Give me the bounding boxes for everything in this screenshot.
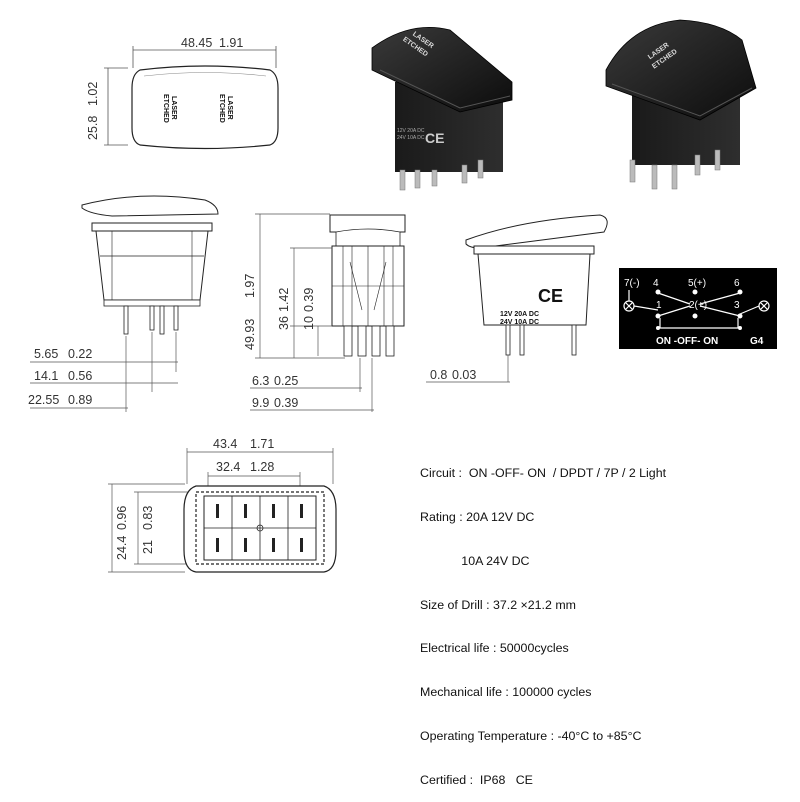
spec-certified: Certified : IP68 CE [420,772,533,787]
pin1-label: 1 [656,300,662,311]
switch-code-label: G4 [750,336,764,347]
pin5-label: 5(+) [688,278,706,289]
side-w2-in-dim: 0.39 [274,396,298,410]
side-total-height-dim: 49.93 [243,319,257,350]
product-photo-front: LASER ETCHED CE 12V 20A DC 24V 10A DC [371,27,513,191]
photo1-rating2: 24V 10A DC [397,135,425,141]
photo1-rating1: 12V 20A DC [397,128,425,134]
pin-thick-in-dim: 0.03 [452,368,476,382]
side-total-height-in-dim: 1.97 [243,274,257,298]
front-dim-1: 5.65 [34,347,58,361]
pin6-label: 6 [734,278,740,289]
photo1-ce-mark: CE [425,130,444,146]
back-rating2: 24V 10A DC [500,319,539,326]
bottom-inner-h-in-dim: 0.83 [141,506,155,530]
top-width-in-dim: 1.91 [219,36,243,50]
bottom-outer-w-dim: 43.4 [213,437,237,451]
side-view: 49.93 1.97 36 1.42 10 0.39 6.3 0.25 9.9 … [243,213,406,412]
laser-label-2: LASER [226,96,233,120]
pin7-label: 7(-) [624,278,640,289]
front-dim-3: 22.55 [28,393,59,407]
front-dim-1-in: 0.22 [68,347,92,361]
product-photo-back: LASER ETCHED [605,19,757,190]
bottom-outer-w-in-dim: 1.71 [250,437,274,451]
bottom-outer-h-in-dim: 0.96 [115,506,129,530]
pin-thick-dim: 0.8 [430,368,447,382]
pin3-label: 3 [734,300,740,311]
bottom-outer-h-dim: 24.4 [115,536,129,560]
etched-label-2: ETCHED [218,94,225,123]
spec-drill-size: Size of Drill : 37.2 ×21.2 mm [420,597,576,612]
spec-rating-24v: 10A 24V DC [420,553,530,568]
technical-drawing: 48.45 1.91 25.8 1.02 LASER ETCHED LASER … [28,19,777,573]
bottom-inner-h-dim: 21 [141,540,155,554]
pin2-label: 2(+) [689,300,707,311]
back-view: CE 12V 20A DC 24V 10A DC 0.8 0.03 [426,214,608,383]
side-body-height-in-dim: 1.42 [277,288,291,312]
front-dim-3-in: 0.89 [68,393,92,407]
side-body-height-dim: 36 [277,316,291,330]
side-w2-dim: 9.9 [252,396,269,410]
laser-label-1: LASER [170,96,177,120]
pin4-label: 4 [653,278,659,289]
front-dim-2: 14.1 [34,369,58,383]
spec-circuit: Circuit : ON -OFF- ON / DPDT / 7P / 2 Li… [420,466,667,481]
bottom-inner-w-dim: 32.4 [216,460,240,474]
top-view: 48.45 1.91 25.8 1.02 LASER ETCHED LASER … [86,36,279,150]
top-width-dim: 48.45 [181,36,212,50]
bottom-inner-w-in-dim: 1.28 [250,460,274,474]
top-height-in-dim: 1.02 [86,82,100,106]
wiring-schematic: 7(-) 4 5(+) 6 1 2(+) 3 ON -OFF- O [619,268,777,349]
front-dim-2-in: 0.56 [68,369,92,383]
spec-list: Circuit : ON -OFF- ON / DPDT / 7P / 2 Li… [420,437,666,802]
spec-electrical-life: Electrical life : 50000cycles [420,641,569,656]
back-ce-mark: CE [538,286,563,306]
bottom-view: 43.4 1.71 32.4 1.28 24.4 0.96 21 0.83 [108,437,337,573]
etched-label-1: ETCHED [162,94,169,123]
back-rating1: 12V 20A DC [500,311,539,318]
front-view: 5.65 0.22 14.1 0.56 22.55 0.89 [28,195,219,412]
switch-mode-label: ON -OFF- ON [656,336,718,347]
top-height-dim: 25.8 [86,116,100,140]
spec-operating-temp: Operating Temperature : -40°C to +85°C [420,728,642,743]
side-pin-len-in-dim: 0.39 [302,288,316,312]
side-w1-in-dim: 0.25 [274,374,298,388]
spec-mechanical-life: Mechanical life : 100000 cycles [420,685,592,700]
spec-rating-12v: Rating : 20A 12V DC [420,509,535,524]
side-w1-dim: 6.3 [252,374,269,388]
side-pin-len-dim: 10 [302,316,316,330]
